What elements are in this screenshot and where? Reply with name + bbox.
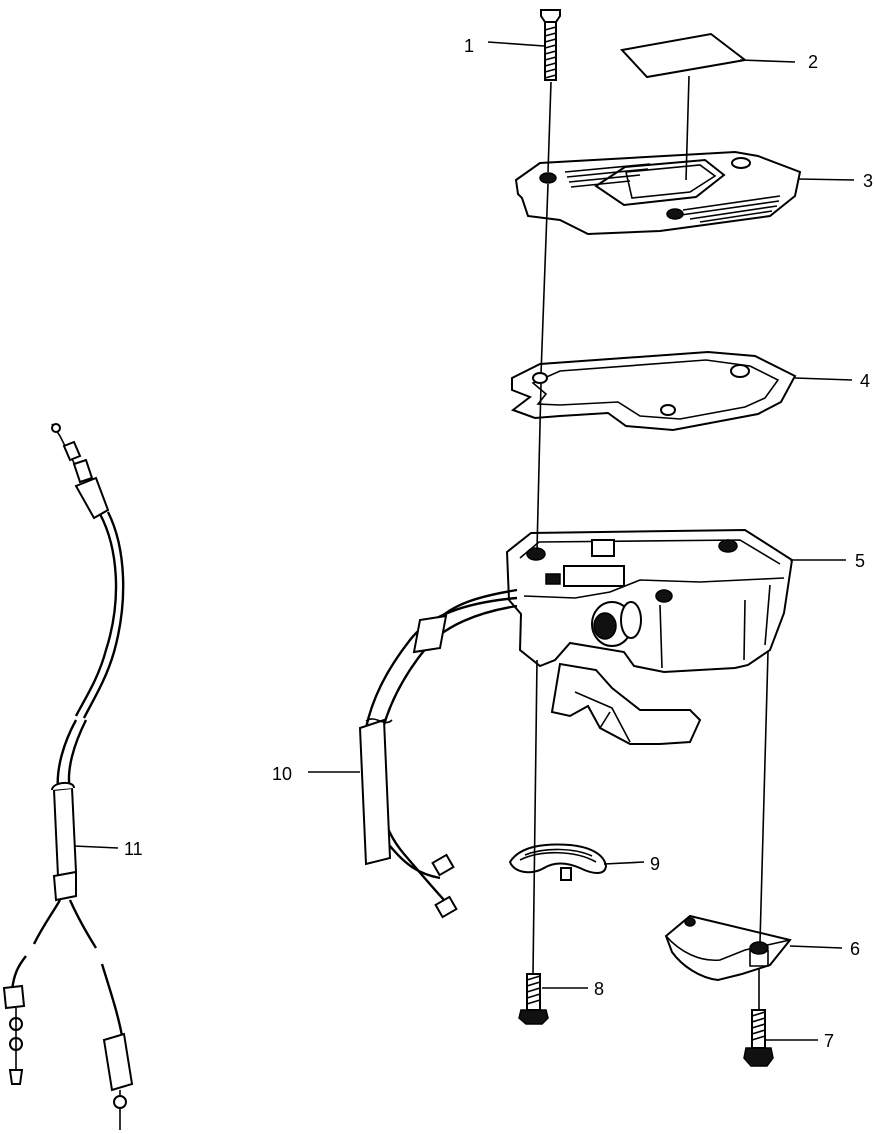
alignment-lines [532,75,769,1010]
part-5-housing [505,528,794,745]
callout-3: 3 [863,171,873,191]
callout-labels: 1 2 3 4 5 6 7 8 9 10 11 [124,36,873,1051]
part-8-screw [518,973,549,1025]
part-9-retainer [508,843,608,881]
callout-4: 4 [860,371,870,391]
part-2-decal [620,32,748,79]
callout-9: 9 [650,854,660,874]
callout-1: 1 [464,36,474,56]
callout-8: 8 [594,979,604,999]
part-4-gasket [510,350,797,432]
leader-lines [73,41,855,1041]
callout-7: 7 [824,1031,834,1051]
callout-11: 11 [124,839,143,859]
callout-6: 6 [850,939,860,959]
callout-2: 2 [808,52,818,72]
part-11-throttle-cable [2,423,134,1130]
part-3-cover [514,150,802,236]
part-6-clamp [664,914,792,982]
part-7-screw [743,1009,774,1067]
callout-5: 5 [855,551,865,571]
callout-10: 10 [272,764,292,784]
part-10-wiring-harness [358,588,518,919]
part-1-screw [540,9,561,81]
